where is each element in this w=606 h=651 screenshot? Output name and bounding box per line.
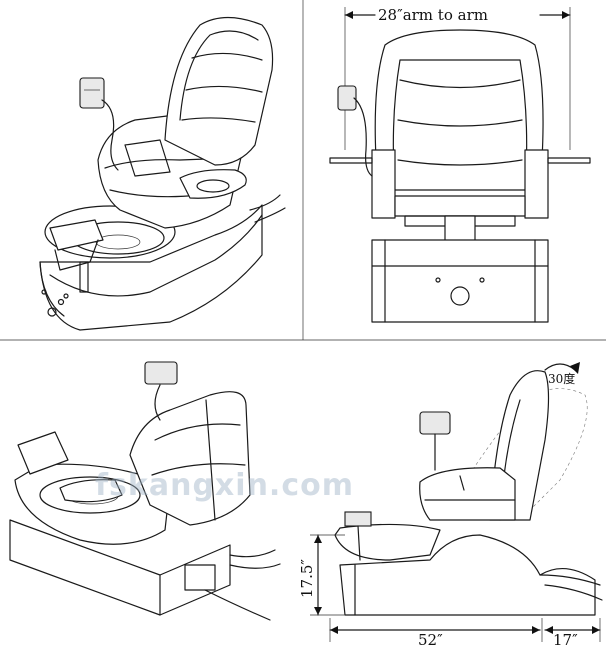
dimension-extension: 17″ [553,631,578,649]
view-front: 28″arm to arm [329,6,591,323]
dimension-recline: 30度 [548,371,575,386]
view-perspective-rear [9,361,281,621]
dimension-height: 17.5″ [298,559,316,598]
dimension-length: 52″ [418,631,443,649]
dimension-arm-to-arm: 28″arm to arm [378,6,488,24]
watermark-text: fskangxin.com [95,468,354,503]
view-side: 30度 17.5″ 52″ 17″ [298,362,603,649]
view-perspective-front [39,16,286,331]
